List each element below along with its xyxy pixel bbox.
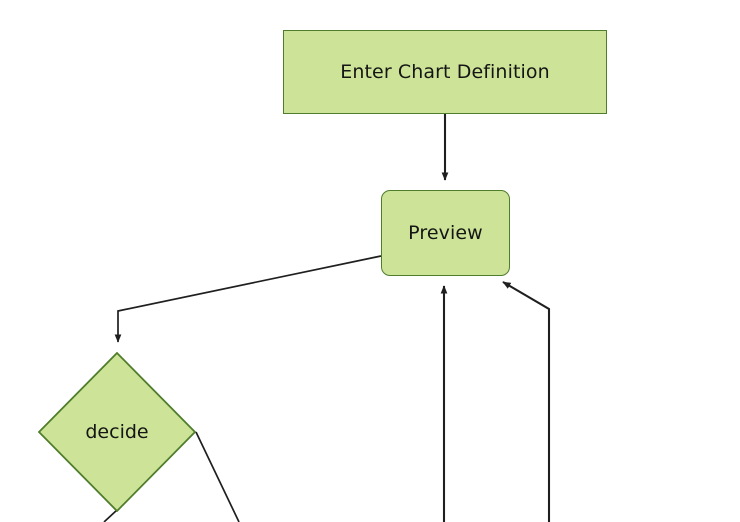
node-label-preview: Preview — [408, 221, 483, 244]
node-enter-chart-definition[interactable]: Enter Chart Definition — [283, 30, 607, 114]
decide-diamond-shape — [38, 352, 196, 512]
edge-bottom-right-to-preview — [502, 281, 551, 522]
edge-decide-right-out — [195, 431, 240, 522]
node-label-enter-chart-definition: Enter Chart Definition — [340, 60, 550, 83]
node-decide[interactable]: decide — [38, 352, 196, 512]
node-preview[interactable]: Preview — [381, 190, 510, 276]
edge-decide-bottom-out — [103, 509, 118, 522]
edge-preview-to-decide — [114, 255, 382, 343]
